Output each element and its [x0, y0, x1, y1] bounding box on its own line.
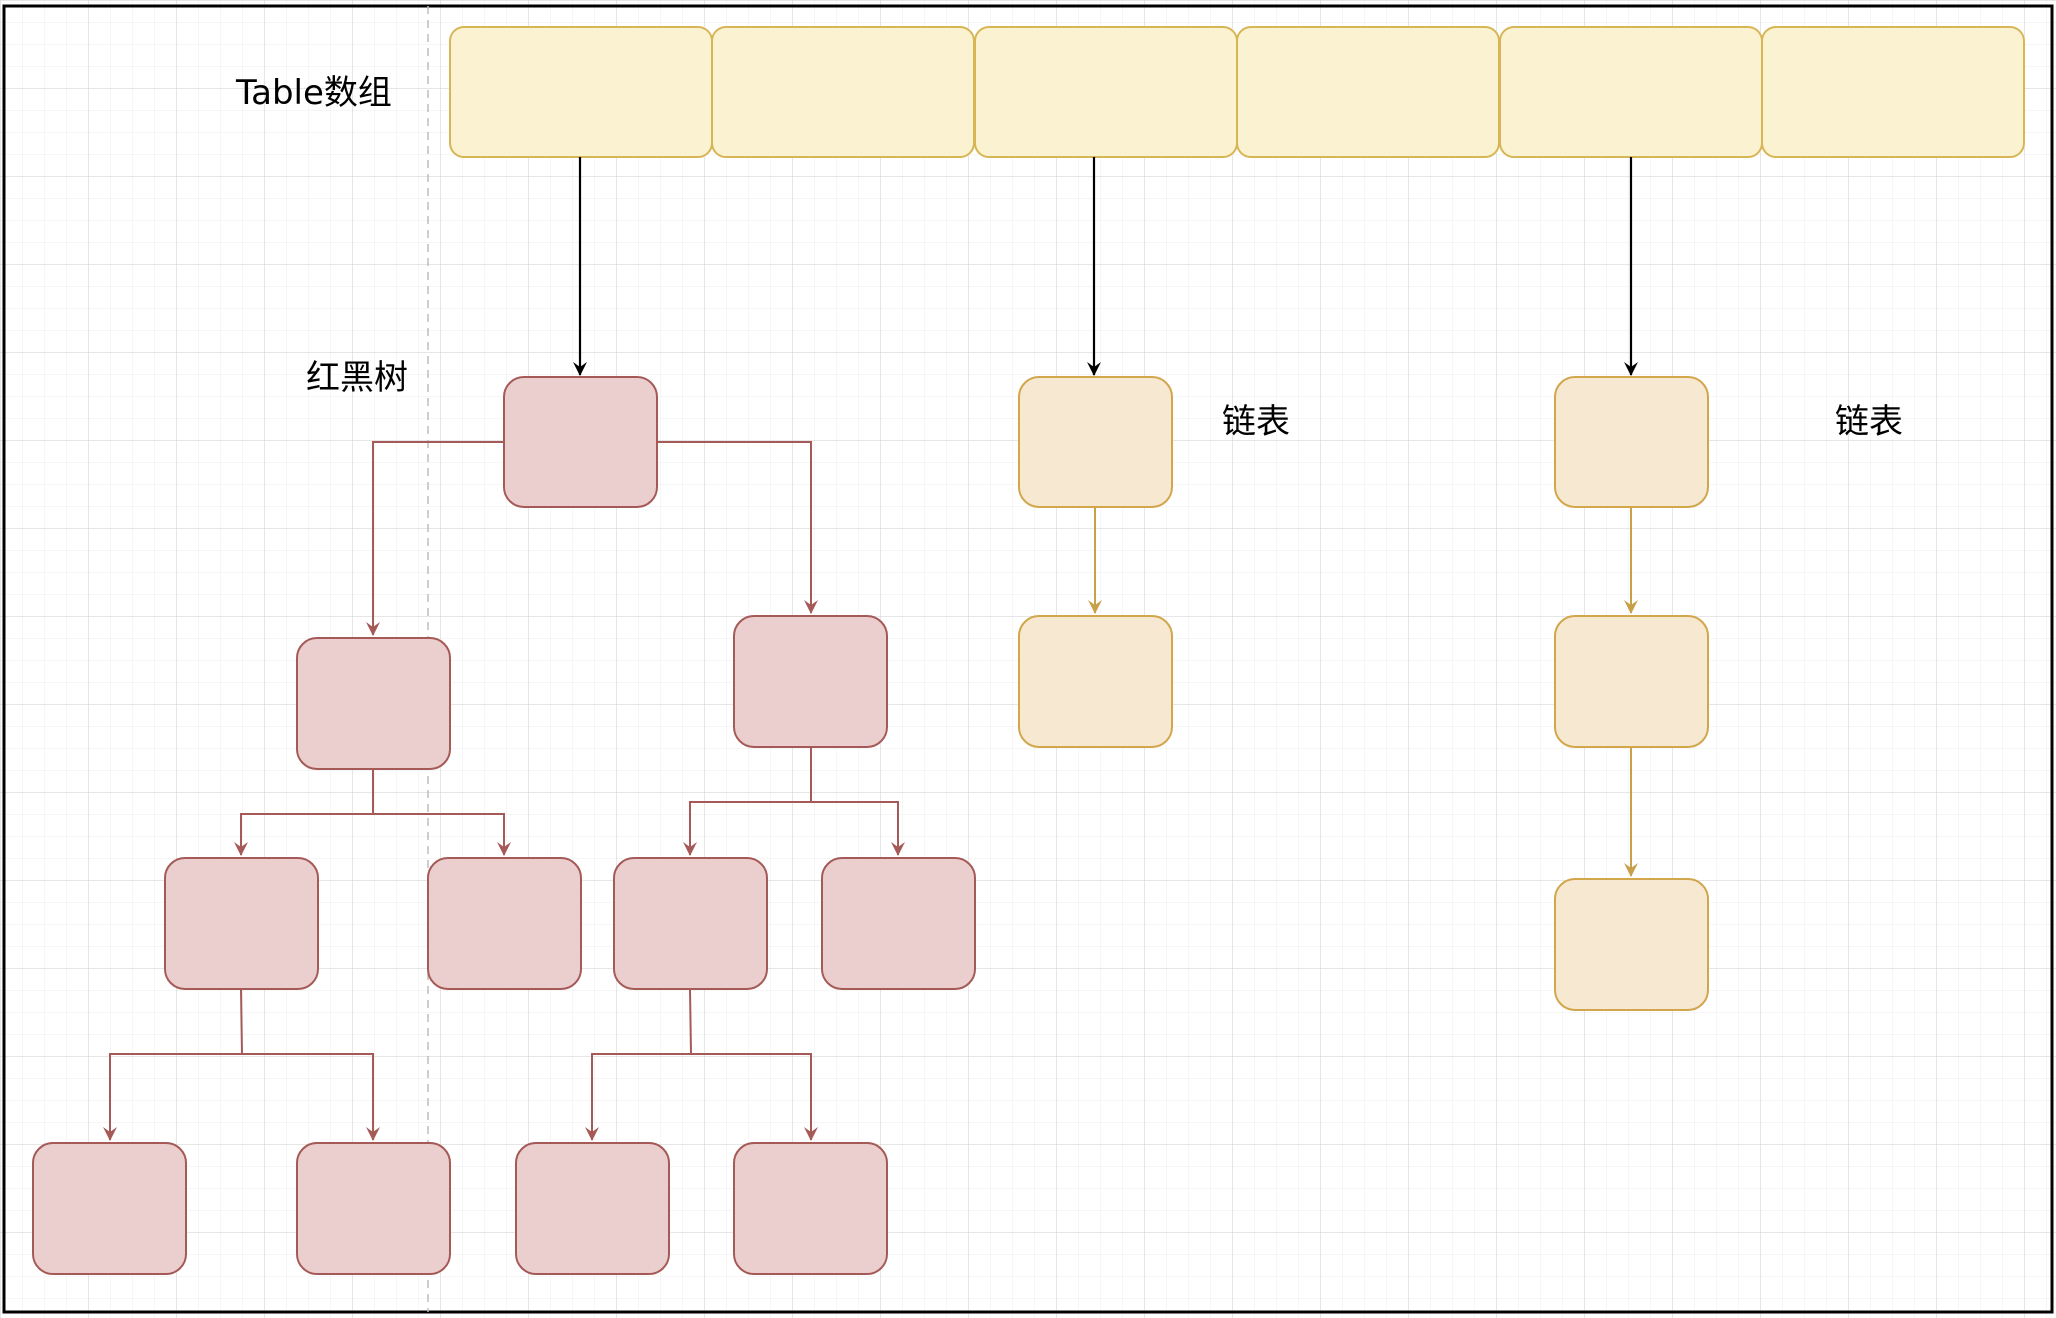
label-linked-list-2: 链表: [1835, 402, 1903, 442]
label-table-array: Table数组: [236, 73, 392, 113]
tree-node[interactable]: [296, 637, 451, 770]
tree-edge: [366, 441, 504, 636]
tree-node[interactable]: [613, 857, 768, 990]
tree-edge: [691, 1053, 818, 1141]
tree-node[interactable]: [733, 615, 888, 748]
tree-edges: [103, 441, 905, 1141]
linked-list-1: [1018, 376, 1173, 748]
label-red-black-tree: 红黑树: [306, 358, 408, 398]
tree-edge: [657, 441, 818, 614]
tree-edge: [242, 1053, 380, 1141]
tree-edge: [103, 988, 244, 1141]
tree-node[interactable]: [427, 857, 582, 990]
label-linked-list-1: 链表: [1222, 402, 1290, 442]
tree-node[interactable]: [515, 1142, 670, 1275]
outer-frame: [2, 4, 2054, 1314]
table-cell[interactable]: [1236, 26, 1500, 158]
tree-edge: [585, 988, 693, 1141]
table-arrows: [573, 157, 1638, 376]
table-cell[interactable]: [449, 26, 713, 158]
tree-node[interactable]: [296, 1142, 451, 1275]
tree-node[interactable]: [164, 857, 319, 990]
list-node[interactable]: [1018, 376, 1173, 508]
list-node[interactable]: [1018, 615, 1173, 748]
tree-node[interactable]: [32, 1142, 187, 1275]
tree-node[interactable]: [821, 857, 976, 990]
list-node[interactable]: [1554, 615, 1709, 748]
table-array: [449, 26, 2025, 158]
tree-edge: [811, 801, 905, 856]
tree-node-root[interactable]: [503, 376, 658, 508]
table-cell[interactable]: [974, 26, 1238, 158]
red-black-tree: [32, 376, 976, 1275]
tree-edge: [234, 769, 374, 856]
tree-node[interactable]: [733, 1142, 888, 1275]
linked-list-2: [1554, 376, 1709, 1011]
table-cell[interactable]: [711, 26, 975, 158]
table-cell[interactable]: [1499, 26, 1763, 158]
table-cell[interactable]: [1761, 26, 2025, 158]
list-node[interactable]: [1554, 376, 1709, 508]
tree-edge: [373, 813, 511, 856]
list-node[interactable]: [1554, 878, 1709, 1011]
tree-edge: [683, 747, 812, 856]
